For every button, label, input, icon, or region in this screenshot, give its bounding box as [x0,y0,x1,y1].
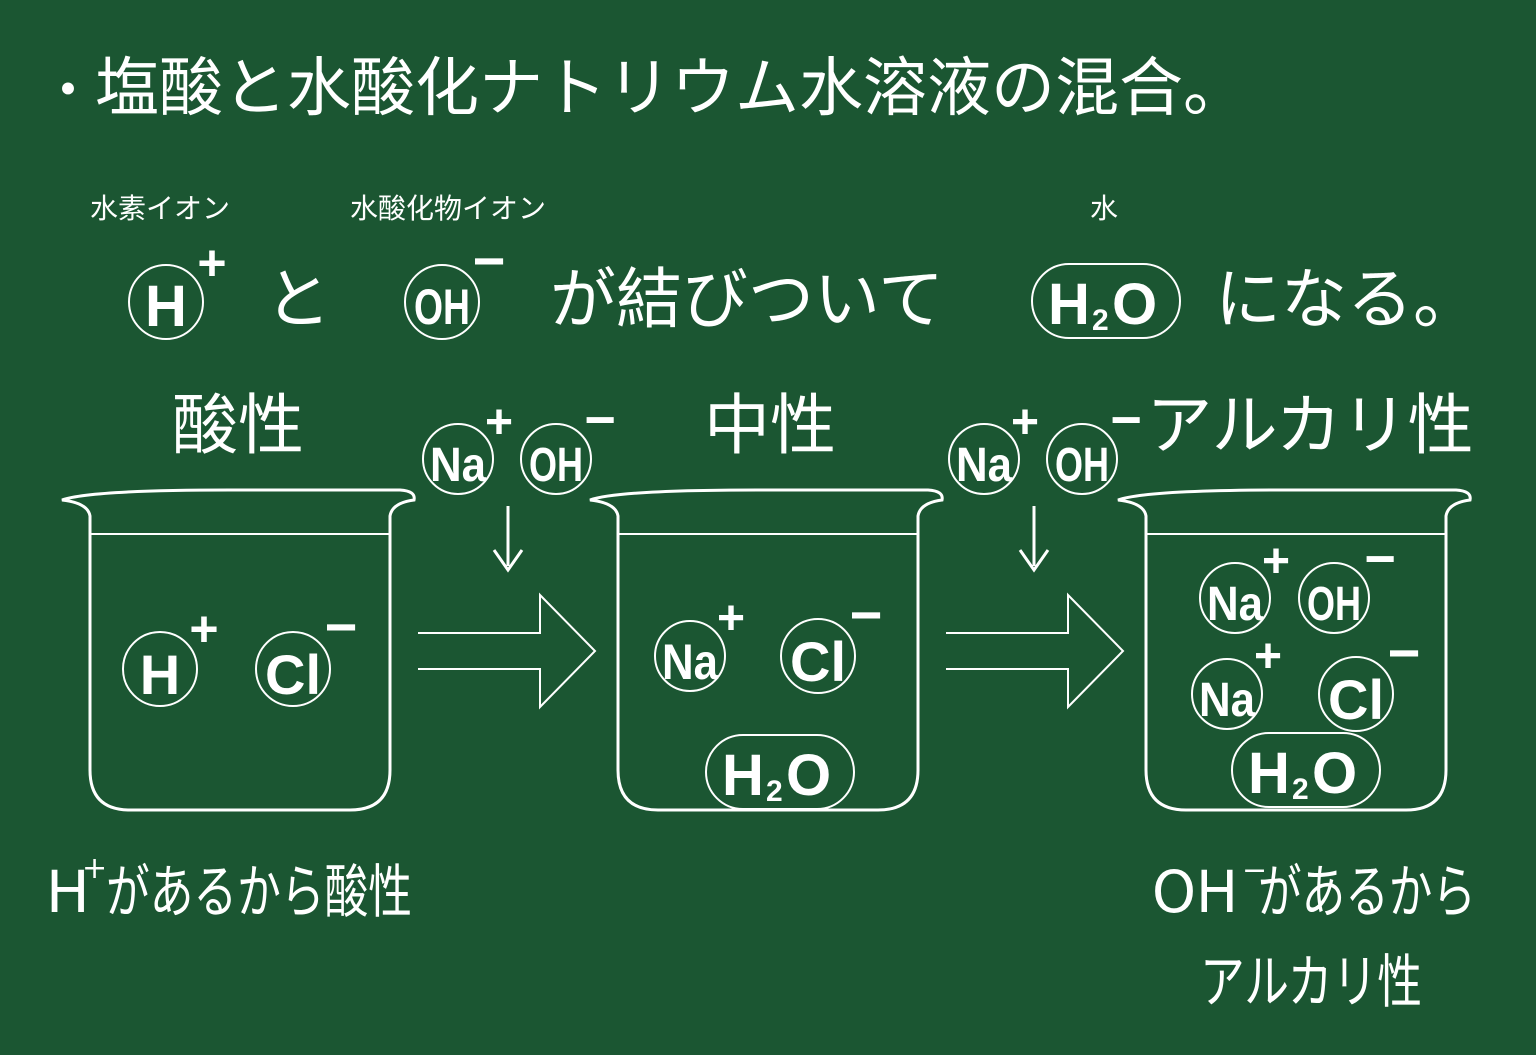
h2o-subscript: 2 [1092,304,1109,337]
beaker-alkaline: Na + OH − Na + Cl − H 2 O [1117,488,1472,812]
na-ion-charge: + [1262,535,1290,588]
beaker-acidic: H + Cl − [61,488,416,812]
hydroxide-ion-label: 水酸化物イオン [350,192,546,225]
na-ion-symbol: Na [662,634,719,690]
na-ion-circle [1191,658,1263,730]
beaker-outline [61,488,416,812]
cl-ion-symbol: Cl [1328,668,1384,731]
caption-h: H [46,858,90,926]
oh-ion-symbol: OH [529,439,583,492]
h2o-capsule [1031,263,1181,339]
oh-ion-charge: − [584,390,616,450]
cl-ion-charge: − [850,583,883,646]
acidic-label: 酸性 [172,387,304,464]
na-ion-charge: + [1011,396,1039,449]
na-ion-circle [1199,562,1271,634]
caption-alk-text-2: アルカリ性 [1200,948,1422,1016]
oh-ion-circle [1298,562,1370,634]
beaker-outline [589,488,944,812]
beaker-outline [1117,488,1472,812]
h2o-subscript: 2 [1292,773,1309,806]
oh-ion-symbol: OH [1055,439,1109,492]
na-ion-charge: + [485,396,513,449]
down-arrow-icon [1018,549,1050,573]
oh-ion-charge: − [1364,529,1396,589]
cl-ion-charge: − [325,595,358,658]
oh-ion-circle [1046,423,1118,495]
alkaline-label: アルカリ性 [1146,387,1473,464]
caption-minus: − [1242,853,1267,888]
right-arrow-icon-1 [418,592,597,710]
neutral-label: 中性 [704,387,836,464]
cl-ion-symbol: Cl [790,630,846,693]
h2o-o: O [786,743,831,808]
h-ion-circle [128,264,204,340]
h-ion-circle [122,631,198,707]
cl-ion-circle [780,618,856,694]
caption-oh: OH [1152,858,1238,926]
down-arrow-icon [492,549,524,573]
added-naoh-1: Na + OH − [422,390,616,573]
h2o-o: O [1312,741,1357,806]
oh-ion-charge: − [473,229,506,292]
h-ion-symbol: H [145,274,187,339]
oh-ion-charge: − [1110,390,1142,450]
na-ion-charge: + [1254,630,1282,683]
oh-ion-circle [520,423,592,495]
na-ion-circle [422,423,494,495]
h2o-subscript: 2 [766,775,783,808]
alkaline-caption: OH − があるから アルカリ性 [1152,853,1476,1016]
na-ion-circle [948,423,1020,495]
oh-ion-symbol: OH [414,279,470,335]
na-ion-symbol: Na [430,439,486,492]
na-ion-symbol: Na [956,439,1012,492]
h2o-capsule [1231,732,1381,808]
added-naoh-2: Na + OH − [948,390,1142,573]
reaction-line: H + と OH − が結びついて H 2 O になる。 [128,229,1479,340]
page-title: 塩酸と水酸化ナトリウム水溶液の混合。 [95,52,1247,126]
h2o-h: H [1048,272,1090,337]
h2o-h: H [722,743,764,808]
becomes-text: になる。 [1215,261,1479,338]
hydrogen-ion-label: 水素イオン [90,192,230,225]
cl-ion-circle [1318,656,1394,732]
h2o-o: O [1112,272,1157,337]
h2o-h: H [1248,741,1290,806]
h2o-capsule [705,734,855,810]
h-ion-symbol: H [140,643,180,706]
h-ion-charge: + [197,235,226,291]
combine-text: が結びついて [550,261,944,338]
na-ion-symbol: Na [1207,578,1263,631]
oh-ion-circle [404,264,480,340]
acid-caption: H + があるから酸性 [46,851,412,926]
h-ion-charge: + [189,601,218,657]
right-arrow-icon-2 [946,592,1125,710]
caption-plus: + [82,851,107,886]
na-ion-symbol: Na [1199,674,1255,727]
beaker-neutral: Na + Cl − H 2 O [589,488,944,812]
na-ion-circle [654,620,726,692]
title-bullet: ・ [40,59,96,124]
oh-ion-symbol: OH [1307,578,1361,631]
cl-ion-charge: − [1388,621,1421,684]
cl-ion-circle [255,631,331,707]
caption-acid-text: があるから酸性 [106,858,412,926]
caption-alk-text-1: があるから [1258,858,1476,926]
cl-ion-symbol: Cl [265,643,321,706]
water-label: 水 [1090,192,1118,225]
to-text: と [265,261,331,338]
na-ion-charge: + [717,592,745,645]
